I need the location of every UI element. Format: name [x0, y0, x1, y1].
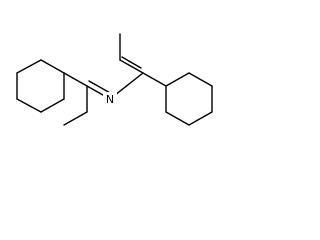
right-cyclohexane-ring — [165, 72, 213, 126]
bond — [40, 98, 65, 113]
structure-diagram: N — [16, 33, 213, 126]
bond — [16, 98, 42, 113]
nitrogen-label: N — [106, 93, 114, 106]
ring-to-imine-carbon-bond — [63, 72, 88, 87]
alkene-to-ring-bond — [142, 72, 167, 87]
bond — [165, 111, 190, 126]
ethyl-bond — [63, 111, 88, 126]
alkene-double-bond — [119, 56, 144, 74]
bond — [88, 80, 113, 95]
bond — [40, 59, 65, 74]
nitrogen-label-background — [103, 92, 117, 106]
bond — [188, 111, 213, 126]
left-cyclohexane-ring — [16, 59, 65, 113]
bond — [188, 72, 213, 87]
nitrogen-atom: N — [103, 92, 117, 106]
bond — [121, 56, 142, 69]
bond — [165, 72, 190, 87]
bond — [16, 59, 42, 74]
bond — [119, 59, 144, 74]
